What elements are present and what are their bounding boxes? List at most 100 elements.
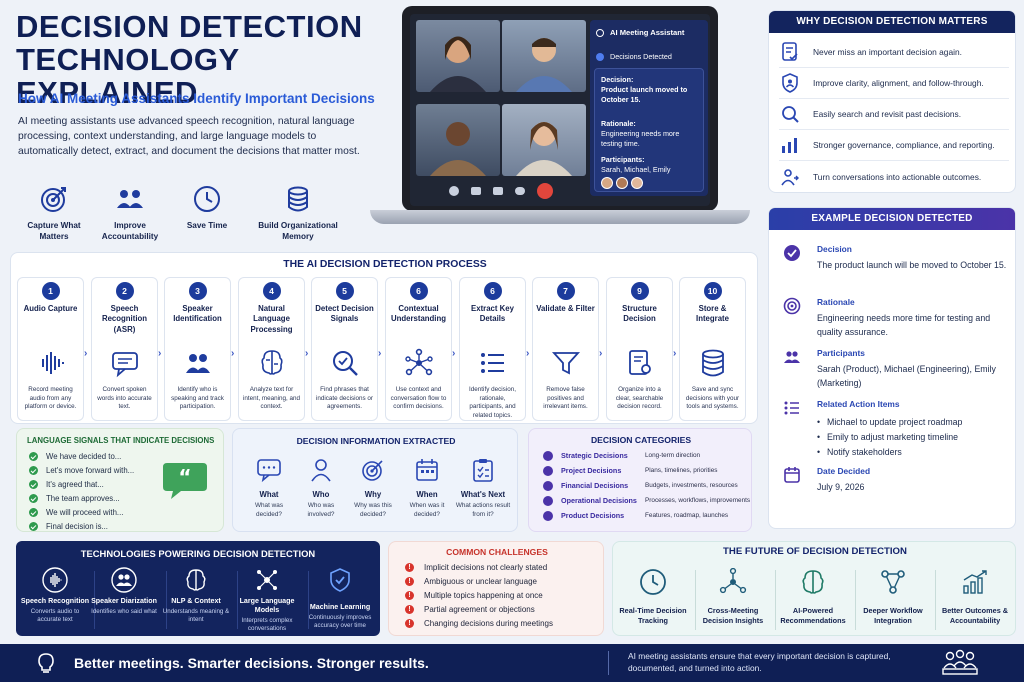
challenge-item: !Changing decisions during meetings [405,619,553,628]
why-item: Improve clarity, alignment, and follow-t… [779,68,1009,99]
step-title: Store & Integrate [696,304,729,324]
future-card: THE FUTURE OF DECISION DETECTION Real-Ti… [612,541,1016,636]
categories-heading: DECISION CATEGORIES [590,435,692,445]
example-card: EXAMPLE DECISION DETECTED Decision The p… [768,207,1016,529]
avatar [631,177,643,189]
detected-decision-card: Decision: Product launch moved to Octobe… [594,68,704,192]
future-item: Deeper Workflow Integration [857,568,929,625]
divider [308,571,309,629]
benefit-memory: Build Organizational Memory [258,184,338,242]
speech-bubble-icon: “ [161,459,209,508]
example-date: Date Decided July 9, 2026 [783,466,1009,502]
action-item: •Michael to update project roadmap [817,417,963,427]
check-icon [29,452,38,461]
svg-text:“: “ [178,465,191,489]
video-tile-2 [502,20,586,92]
end-call-icon[interactable] [537,183,553,199]
step-description: Remove false positives and irrelevant it… [543,386,588,411]
mic-icon[interactable] [449,186,459,196]
avatar [616,177,628,189]
team-table-icon [940,648,980,682]
why-card: WHY DECISION DETECTION MATTERS Never mis… [768,10,1016,193]
clock-icon [192,184,222,214]
step-number: 1 [41,282,60,300]
page-title: DECISION DETECTION TECHNOLOGY EXPLAINED [16,9,363,110]
box-icon [543,510,553,521]
arrow-right-icon: › [231,348,235,359]
people-icon [783,348,801,366]
challenges-heading: COMMON CHALLENGES [446,547,548,557]
clipboard-icon [470,457,496,483]
arrow-right-icon: › [378,348,382,359]
footer-note: AI meeting assistants ensure that every … [628,651,891,673]
people-icon [115,184,145,214]
signal-item: We have decided to... [29,452,121,461]
arrow-right-icon: › [158,348,162,359]
check-icon [29,508,38,517]
avatar [601,177,613,189]
step-number: 6 [409,282,428,300]
waveform-icon [36,348,66,378]
step-number: 4 [262,282,281,300]
info-heading: DECISION INFORMATION EXTRACTED [296,436,456,446]
assistant-label: AI Meeting Assistant [610,28,685,37]
participants-icon[interactable] [515,187,525,195]
network-icon [719,568,747,596]
camera-icon[interactable] [471,187,481,195]
step-title: Detect Decision Signals [315,304,374,324]
divider [166,571,167,629]
project-icon [543,465,553,476]
example-actions: Related Action Items •Michael to update … [783,399,1009,459]
signals-card: LANGUAGE SIGNALS THAT INDICATE DECISIONS… [16,428,224,532]
arrow-right-icon: › [673,348,677,359]
page-subtitle: How AI Meeting Assistants Identify Impor… [18,91,375,106]
step-number: 7 [556,282,575,300]
step-description: Use context and conversation flow to con… [390,386,447,411]
alert-icon: ! [405,591,414,600]
check-icon [29,522,38,531]
example-participants: Participants Sarah (Product), Michael (E… [783,348,1009,388]
step-number: 10 [703,282,722,300]
future-item: Better Outcomes & Accountability [939,568,1011,625]
benefit-label: Build Organizational Memory [258,221,338,241]
benefit-label: Save Time [186,221,228,230]
clock-icon [639,568,667,596]
chat-icon [256,457,282,483]
step-title: Speech Recognition (ASR) [101,304,148,334]
arrow-right-icon: › [84,348,88,359]
dollar-icon [543,480,553,491]
shield-user-icon [779,72,801,94]
decision-label: Decision: [601,75,634,84]
network-icon [404,348,434,378]
speech-text-icon [110,348,140,378]
chat-icon[interactable] [493,187,503,195]
step-number: 3 [188,282,207,300]
search-check-icon [330,348,360,378]
check-icon [29,494,38,503]
database-icon [698,348,728,378]
divider [855,570,856,630]
footer-tagline: Better meetings. Smarter decisions. Stro… [74,655,429,671]
step-title: Natural Language Processing [250,304,293,334]
waveform-icon [42,567,68,593]
why-item: Never miss an important decision again. [779,37,1009,68]
signals-heading: LANGUAGE SIGNALS THAT INDICATE DECISIONS [27,436,215,445]
step-title: Audio Capture [23,304,78,313]
rationale-label: Rationale: [601,119,636,128]
arrow-right-icon: › [599,348,603,359]
action-item: •Emily to adjust marketing timeline [817,432,959,442]
list-icon [783,399,801,417]
step-title: Extract Key Details [471,304,514,324]
footer: Better meetings. Smarter decisions. Stro… [0,644,1024,682]
